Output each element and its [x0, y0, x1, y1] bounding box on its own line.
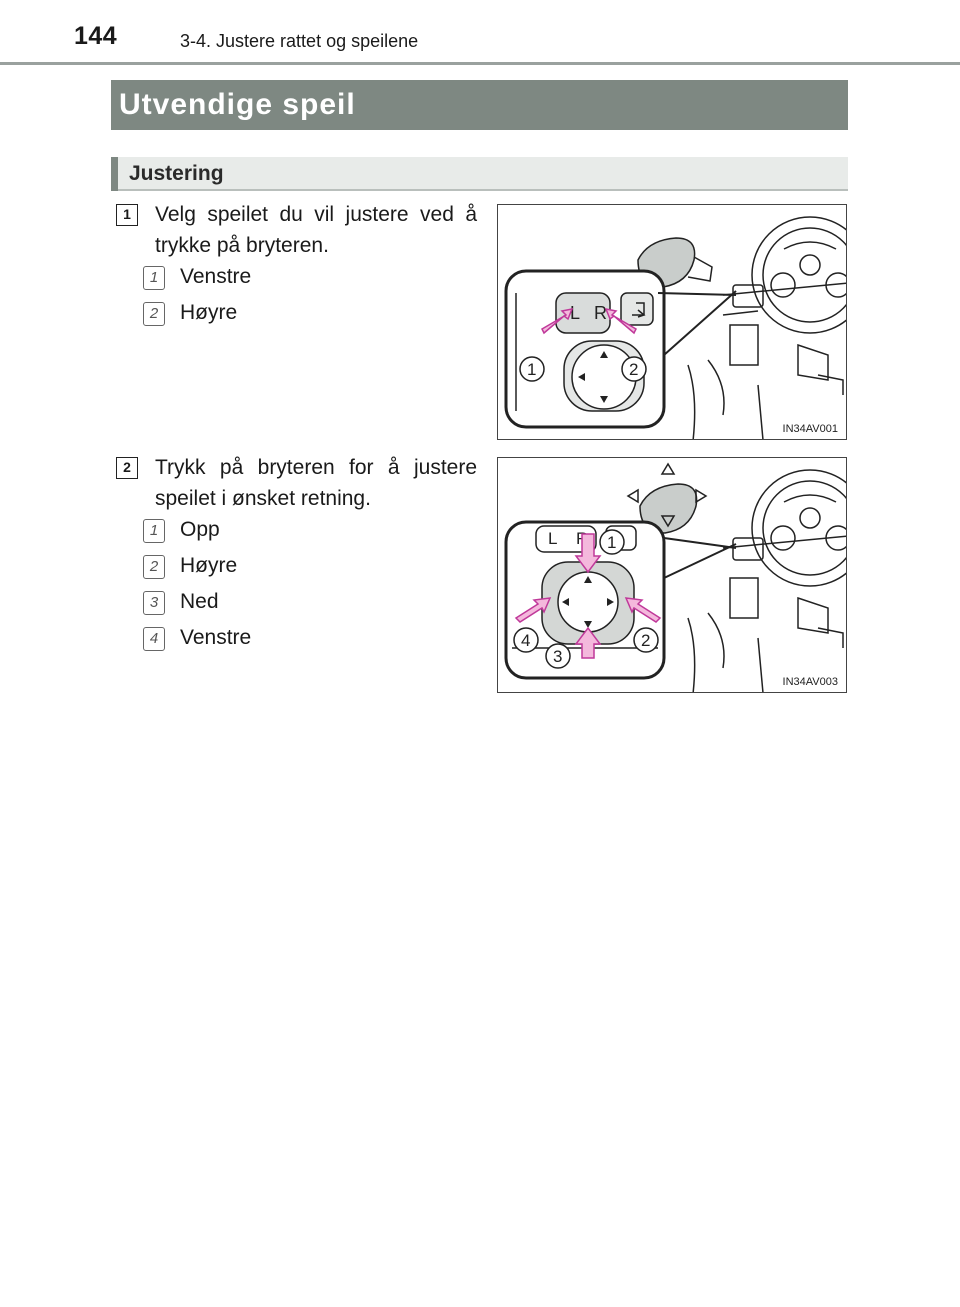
- callout-3: 3: [553, 647, 562, 666]
- switch-letter-r: R: [594, 303, 607, 323]
- item-number: 4: [143, 627, 165, 651]
- figure-mirror-select-switch: L R 1 2 IN34AV001: [497, 204, 847, 440]
- item-label: Venstre: [180, 265, 252, 288]
- callout-2: 2: [629, 360, 638, 379]
- item-number: 2: [143, 555, 165, 579]
- step-1-text: Velg speilet du vil justere ved å trykke…: [155, 203, 477, 257]
- subheading-label: Justering: [129, 162, 224, 185]
- item-number: 3: [143, 591, 165, 615]
- item-label: Høyre: [180, 301, 238, 324]
- subheading-accent: [111, 157, 118, 191]
- figure-code: IN34AV003: [782, 676, 838, 688]
- item-number: 1: [143, 519, 165, 543]
- page-number: 144: [74, 22, 118, 50]
- chapter-title: 3-4. Justere rattet og speilene: [180, 31, 419, 51]
- callout-1: 1: [607, 533, 616, 552]
- item-label: Ned: [180, 590, 219, 613]
- figure-code: IN34AV001: [782, 423, 838, 435]
- step-1-marker: 1: [116, 204, 138, 226]
- header-divider: [0, 62, 960, 65]
- callout-4: 4: [521, 631, 530, 650]
- figure-mirror-direction-switch: L R 1 2 3 4 IN34AV003: [497, 457, 847, 693]
- callout-2: 2: [641, 631, 650, 650]
- page-header: 144 3-4. Justere rattet og speilene: [0, 0, 960, 65]
- dashboard-illustration-2: L R 1 2 3 4: [504, 462, 846, 692]
- subheading: Justering: [111, 157, 848, 191]
- dashboard-illustration-1: L R 1 2: [504, 216, 846, 439]
- section-title: Utvendige speil: [111, 80, 848, 130]
- item-number: 1: [143, 266, 165, 290]
- switch-letter-l: L: [548, 529, 557, 548]
- item-label: Venstre: [180, 626, 252, 649]
- callout-1: 1: [527, 360, 536, 379]
- item-number: 2: [143, 302, 165, 326]
- step-2-marker: 2: [116, 457, 138, 479]
- step-2-text: Trykk på bryteren for å justere speilet …: [155, 456, 477, 510]
- item-label: Opp: [180, 518, 220, 541]
- switch-letter-l: L: [570, 303, 580, 323]
- item-label: Høyre: [180, 554, 238, 577]
